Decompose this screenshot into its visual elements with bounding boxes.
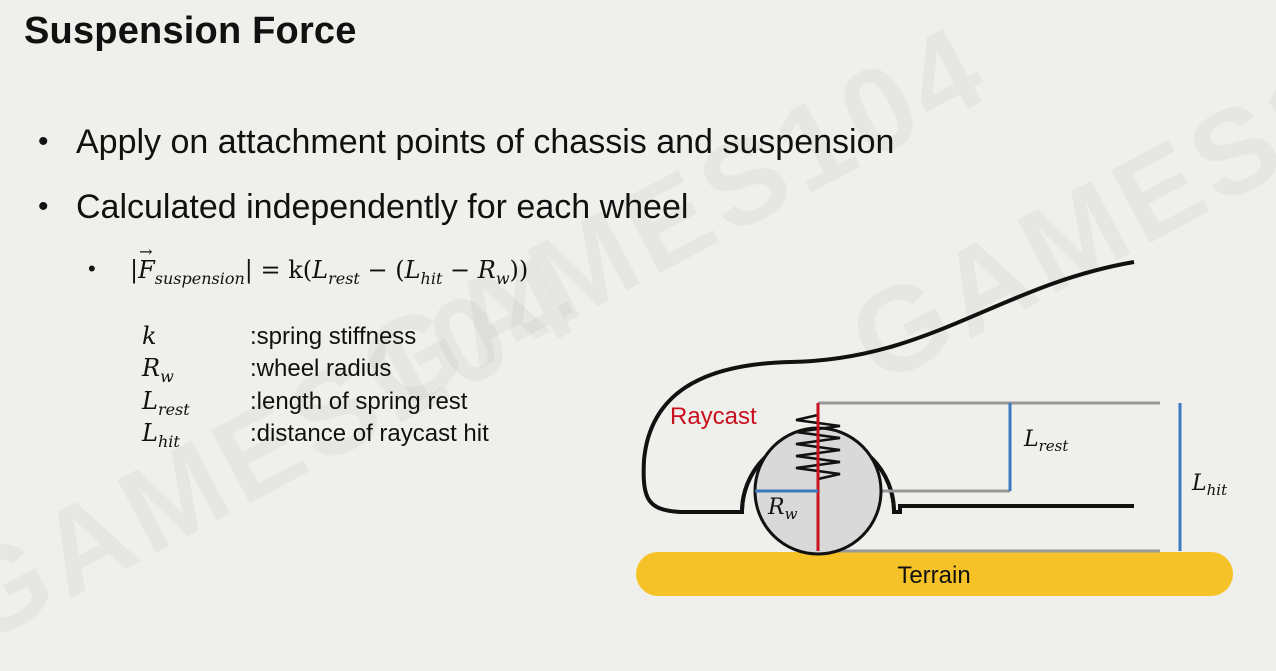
variable-row: Lhit :distance of raycast hit <box>142 419 489 451</box>
bullet-dot: • <box>38 125 49 158</box>
bullet-text: Apply on attachment points of chassis an… <box>76 123 895 161</box>
variable-symbol: Rw <box>142 354 174 386</box>
bullet-dot: • <box>88 256 96 281</box>
lhit-label: Lhit <box>1191 471 1228 499</box>
variable-description: :spring stiffness <box>250 323 417 350</box>
lrest-label: Lrest <box>1023 427 1069 455</box>
wheel-radius-label: Rw <box>767 495 798 523</box>
bullet-text: Calculated independently for each wheel <box>76 188 689 226</box>
variable-symbol: k <box>142 322 157 350</box>
variable-description: :distance of raycast hit <box>250 420 489 447</box>
variable-row: Lrest :length of spring rest <box>142 387 467 419</box>
bullet-dot: • <box>38 190 49 223</box>
bullet-item: • Apply on attachment points of chassis … <box>38 123 895 162</box>
variable-row: Rw :wheel radius <box>142 354 391 386</box>
bullet-item: • Calculated independently for each whee… <box>38 188 689 227</box>
variable-description: :length of spring rest <box>250 388 468 415</box>
suspension-diagram: Terrain Raycast Rw Lrest Lhit <box>636 260 1233 596</box>
variable-description: :wheel radius <box>250 355 392 382</box>
variable-symbol: Lrest <box>142 387 190 419</box>
terrain-bar <box>636 552 1233 596</box>
suspension-formula: • |→Fsuspension| = k(Lrest − (Lhit − Rw)… <box>88 242 529 288</box>
terrain-label: Terrain <box>897 562 970 589</box>
raycast-label: Raycast <box>670 403 757 430</box>
formula-vector-arrow: → <box>139 242 153 261</box>
car-body-outline <box>641 260 1135 514</box>
variable-row: k :spring stiffness <box>142 322 416 354</box>
slide-title: Suspension Force <box>24 10 357 52</box>
variable-symbol: Lhit <box>142 419 180 451</box>
